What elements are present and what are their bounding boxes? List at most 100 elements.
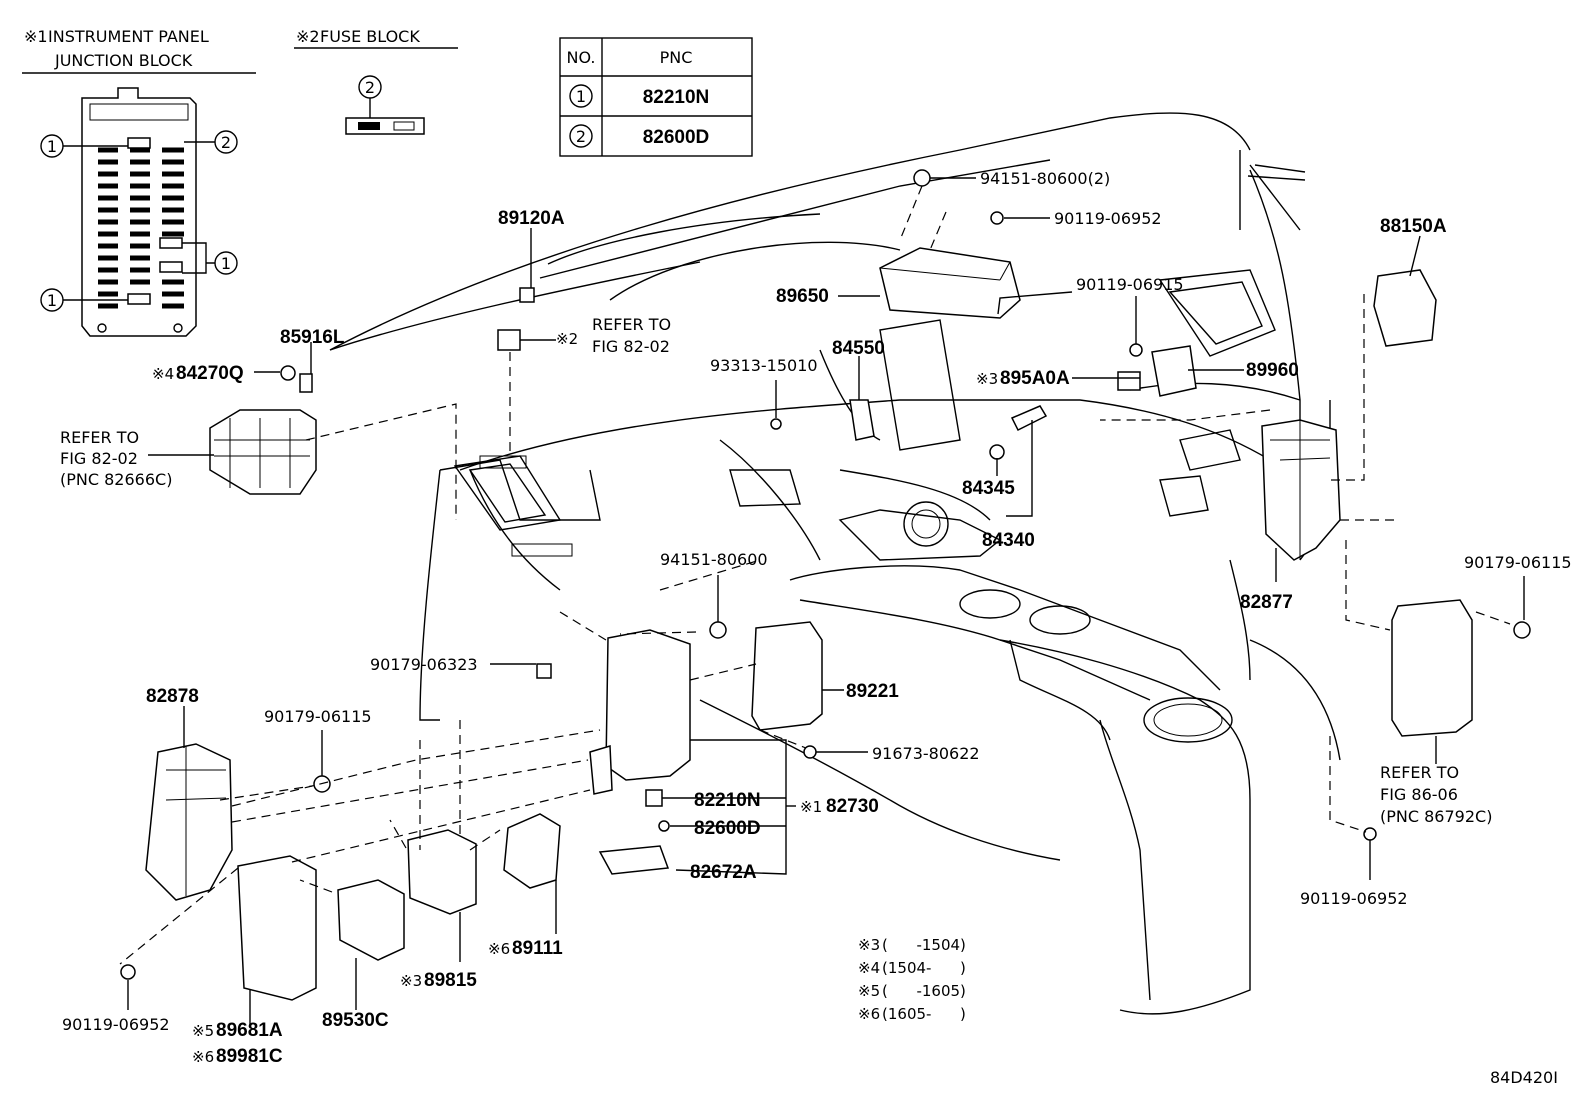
label-refer-8202-a: REFER TO (592, 315, 671, 334)
label-90119-06952-right: 90119-06952 (1300, 889, 1408, 908)
note-1-mark: ※3 (858, 936, 880, 954)
label-89981C-mark: ※6 (192, 1048, 214, 1066)
legend-row2-no: 2 (576, 127, 586, 146)
legend-table: NO. PNC 1 82210N 2 82600D (559, 37, 753, 157)
label-90179-06323: 90179-06323 (370, 655, 478, 674)
fuse-rows (98, 147, 184, 309)
label-refer-8606-a: REFER TO (1380, 763, 1459, 782)
legend-row1-pnc: 82210N (643, 87, 710, 108)
label-93313-15010: 93313-15010 (710, 356, 818, 375)
note-3-mark: ※5 (858, 982, 880, 1000)
part-89221 (751, 621, 823, 731)
bulb-89120A (519, 287, 535, 303)
label-82730-mark: ※1 (800, 798, 822, 816)
fuse-mark: ※2 (296, 27, 320, 46)
note-1-range: ( -1504) (882, 936, 966, 954)
relay-slot-1 (127, 137, 151, 149)
switch-84340 (1010, 405, 1048, 432)
label-90119-06915: 90119-06915 (1076, 275, 1184, 294)
legend-row1-no: 1 (576, 87, 586, 106)
junction-block-inset: ※1 INSTRUMENT PANEL JUNCTION BLOCK (22, 27, 256, 337)
label-89221: 89221 (846, 681, 899, 702)
label-84270Q: 84270Q (176, 363, 244, 384)
center-knob (903, 501, 949, 547)
label-82600D: 82600D (694, 818, 761, 839)
label-88150A: 88150A (1380, 216, 1447, 237)
part-89681A (237, 855, 317, 1001)
label-refer-left-a: REFER TO (60, 428, 139, 447)
part-89111 (503, 813, 561, 889)
label-refer-8202-b: FIG 82-02 (592, 337, 670, 356)
svg-text:1: 1 (47, 137, 57, 156)
label-84550: 84550 (832, 338, 885, 359)
dashboard-outline (329, 112, 1341, 1015)
label-90119-06952-left: 90119-06952 (62, 1015, 170, 1034)
label-refer-left-b: FIG 82-02 (60, 449, 138, 468)
clip-90179-06323 (536, 663, 552, 679)
part-89650-box (879, 247, 1021, 319)
label-91673-80622: 91673-80622 (872, 744, 980, 763)
date-notes: ※3 ( -1504) ※4 (1504- ) ※5 ( -1605) ※6 (… (858, 936, 966, 1023)
label-82877: 82877 (1240, 592, 1293, 613)
fuse-82600D (658, 820, 670, 832)
part-89530C (337, 879, 405, 961)
label-82878: 82878 (146, 686, 199, 707)
label-89530C: 89530C (322, 1010, 389, 1031)
clip-refer-8202 (497, 329, 521, 351)
fuse-block (345, 117, 425, 135)
clip-94151-80600-2 (913, 169, 931, 187)
svg-text:1: 1 (47, 291, 57, 310)
relay-slot-2 (159, 237, 183, 249)
part-88150A (1373, 269, 1437, 347)
leader-lines (127, 177, 1525, 1026)
ipjb-title-line1: INSTRUMENT PANEL (48, 27, 209, 46)
part-89815 (407, 829, 477, 915)
svg-text:2: 2 (365, 78, 375, 97)
part-895A0A (1117, 371, 1141, 391)
label-94151-80600-2: 94151-80600(2) (980, 169, 1110, 188)
label-refer-8606-b: FIG 86-06 (1380, 785, 1458, 804)
ipjb-title-line2: JUNCTION BLOCK (54, 51, 193, 70)
nut-94151-80600 (709, 621, 727, 639)
label-refer-left-c: (PNC 82666C) (60, 470, 172, 489)
label-90179-06115-right: 90179-06115 (1464, 553, 1572, 572)
bulb-84270Q (280, 365, 296, 381)
label-895A0A: 895A0A (1000, 368, 1070, 389)
label-84270Q-mark: ※4 (152, 365, 174, 383)
bolt-90119-06952-top (990, 211, 1004, 225)
legend-col-no: NO. (567, 48, 596, 67)
legend-col-pnc: PNC (660, 48, 693, 67)
note-3-range: ( -1605) (882, 982, 966, 1000)
label-89981C: 89981C (216, 1046, 283, 1067)
label-89650: 89650 (776, 286, 829, 307)
label-84340: 84340 (982, 530, 1035, 551)
assembly-dash-lines (119, 185, 1511, 965)
relay-82210N (645, 789, 663, 807)
label-89815: 89815 (424, 970, 477, 991)
label-89815-mark: ※3 (400, 972, 422, 990)
fuse-title: FUSE BLOCK (320, 27, 420, 46)
label-90119-06952-top: 90119-06952 (1054, 209, 1162, 228)
junction-82730 (605, 629, 691, 781)
note-2-range: (1504- ) (882, 959, 966, 977)
junction-block-part (209, 409, 317, 495)
label-94151-80600: 94151-80600 (660, 550, 768, 569)
part-labels: 89120A 85916L ※4 84270Q REFER TO FIG 82-… (60, 169, 1572, 1067)
relay-slot-3 (159, 261, 183, 273)
part-89960 (1151, 345, 1197, 397)
label-89681A-mark: ※5 (192, 1022, 214, 1040)
bolt-90119-06952-right (1363, 827, 1377, 841)
fuse-block-inset: ※2 FUSE BLOCK 2 (294, 27, 458, 135)
svg-text:1: 1 (221, 254, 231, 273)
svg-text:2: 2 (221, 133, 231, 152)
note-2-mark: ※4 (858, 959, 880, 977)
label-85916L: 85916L (280, 327, 345, 348)
label-refer-8202-mark: ※2 (556, 330, 578, 348)
part-84550 (849, 399, 875, 441)
label-89111-mark: ※6 (488, 940, 510, 958)
label-90179-06115-left: 90179-06115 (264, 707, 372, 726)
bolt-90119-06952-left (120, 964, 136, 980)
label-895A0A-mark: ※3 (976, 370, 998, 388)
figure-code: 84D420I (1490, 1068, 1558, 1087)
note-4-range: (1605- ) (882, 1005, 966, 1023)
